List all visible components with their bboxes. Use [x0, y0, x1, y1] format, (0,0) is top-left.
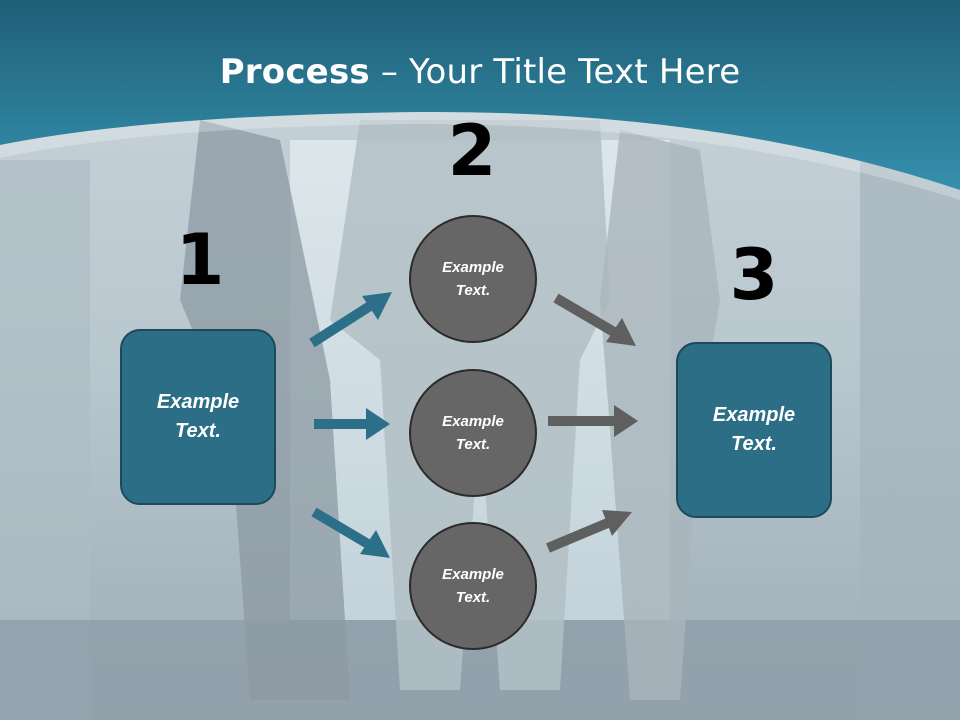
circle-text: Example Text.	[442, 413, 504, 453]
step-1-number: 1	[175, 219, 225, 301]
step-2-circle-middle[interactable]: Example Text.	[409, 369, 537, 497]
slide-title: Process – Your Title Text Here	[0, 52, 960, 92]
title-bold: Process	[219, 52, 370, 92]
step-2-circle-bottom[interactable]: Example Text.	[409, 522, 537, 650]
step-3-box[interactable]: Example Text.	[676, 342, 832, 518]
step-1-box[interactable]: Example Text.	[120, 329, 276, 505]
step-3-text: Example Text.	[712, 404, 796, 455]
circle-text: Example Text.	[442, 566, 504, 606]
step-1-text: Example Text.	[156, 391, 240, 442]
step-3-number: 3	[729, 234, 779, 316]
circle-text: Example Text.	[442, 259, 504, 299]
title-rest: – Your Title Text Here	[369, 52, 741, 92]
step-2-number: 2	[447, 110, 497, 192]
step-2-circle-top[interactable]: Example Text.	[409, 215, 537, 343]
